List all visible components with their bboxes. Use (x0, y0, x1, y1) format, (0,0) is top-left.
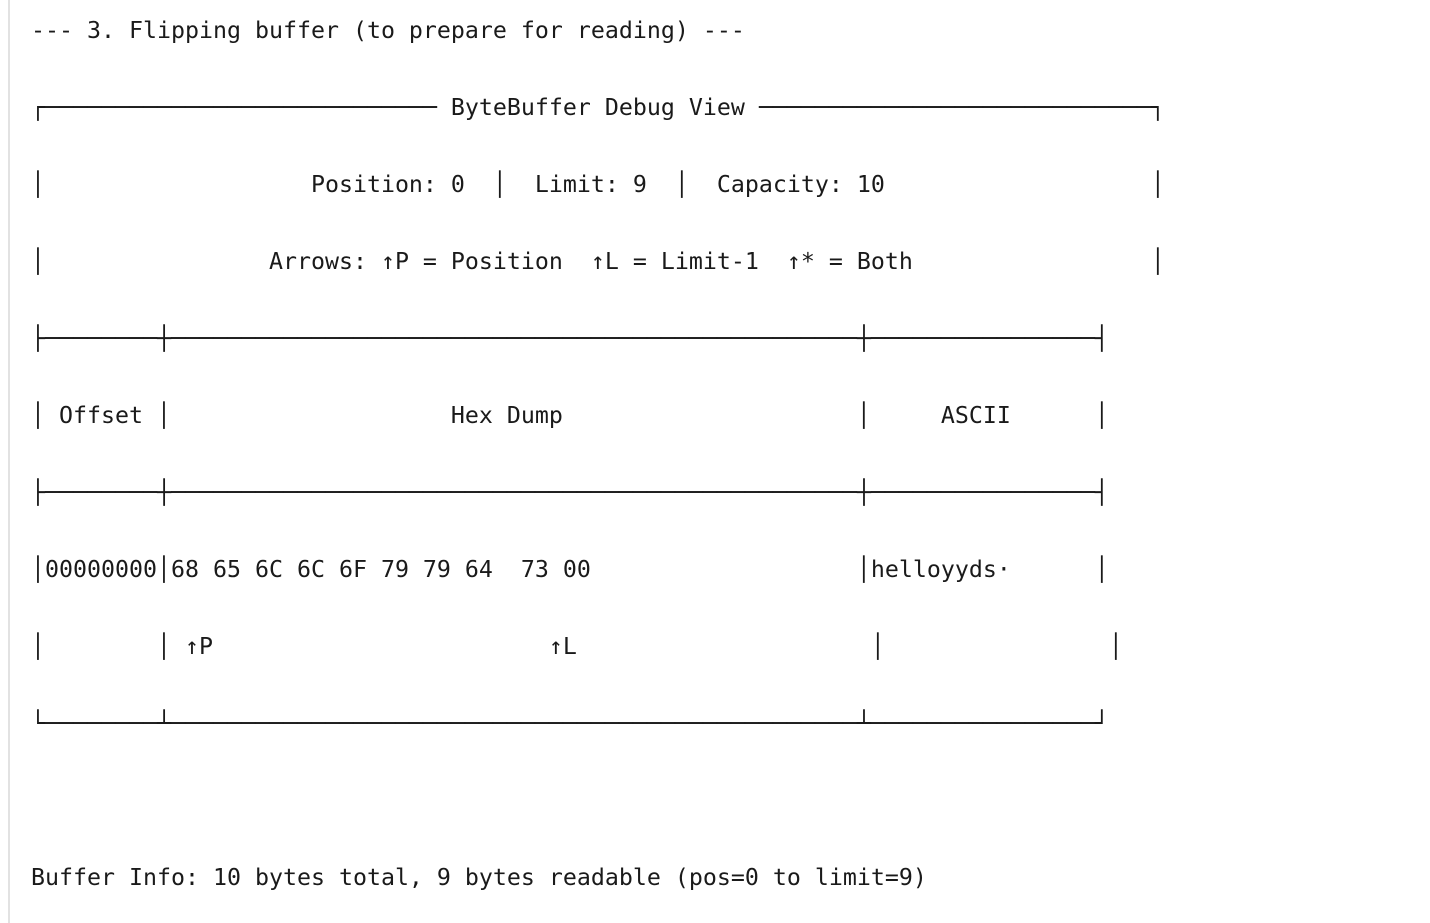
buffer-info-line: Buffer Info: 10 bytes total, 9 bytes rea… (31, 864, 927, 891)
terminal-output: --- 3. Flipping buffer (to prepare for r… (31, 17, 1165, 891)
s3-box-top-border: ┌──────────────────────────── ByteBuffer… (31, 94, 1165, 121)
page-left-gutter-line (8, 0, 10, 923)
s3-arrow-markers-row: │ │ ↑P ↑L │ │ (31, 633, 1123, 660)
s3-arrows-legend: │ Arrows: ↑P = Position ↑L = Limit-1 ↑* … (31, 248, 1165, 275)
s3-table-separator-mid: ├────────┼──────────────────────────────… (31, 479, 1109, 506)
s3-box-bottom-border: └────────┴──────────────────────────────… (31, 710, 1109, 737)
step3-title: --- 3. Flipping buffer (to prepare for r… (31, 17, 745, 44)
s3-table-header-row: │ Offset │ Hex Dump │ ASCII │ (31, 402, 1109, 429)
blank-line (31, 782, 1165, 821)
s3-status-row: │ Position: 0 │ Limit: 9 │ Capacity: 10 … (31, 171, 1165, 198)
s3-table-separator-top: ├────────┼──────────────────────────────… (31, 325, 1109, 352)
s3-hex-data-row: │00000000│68 65 6C 6C 6F 79 79 64 73 00 … (31, 556, 1109, 583)
